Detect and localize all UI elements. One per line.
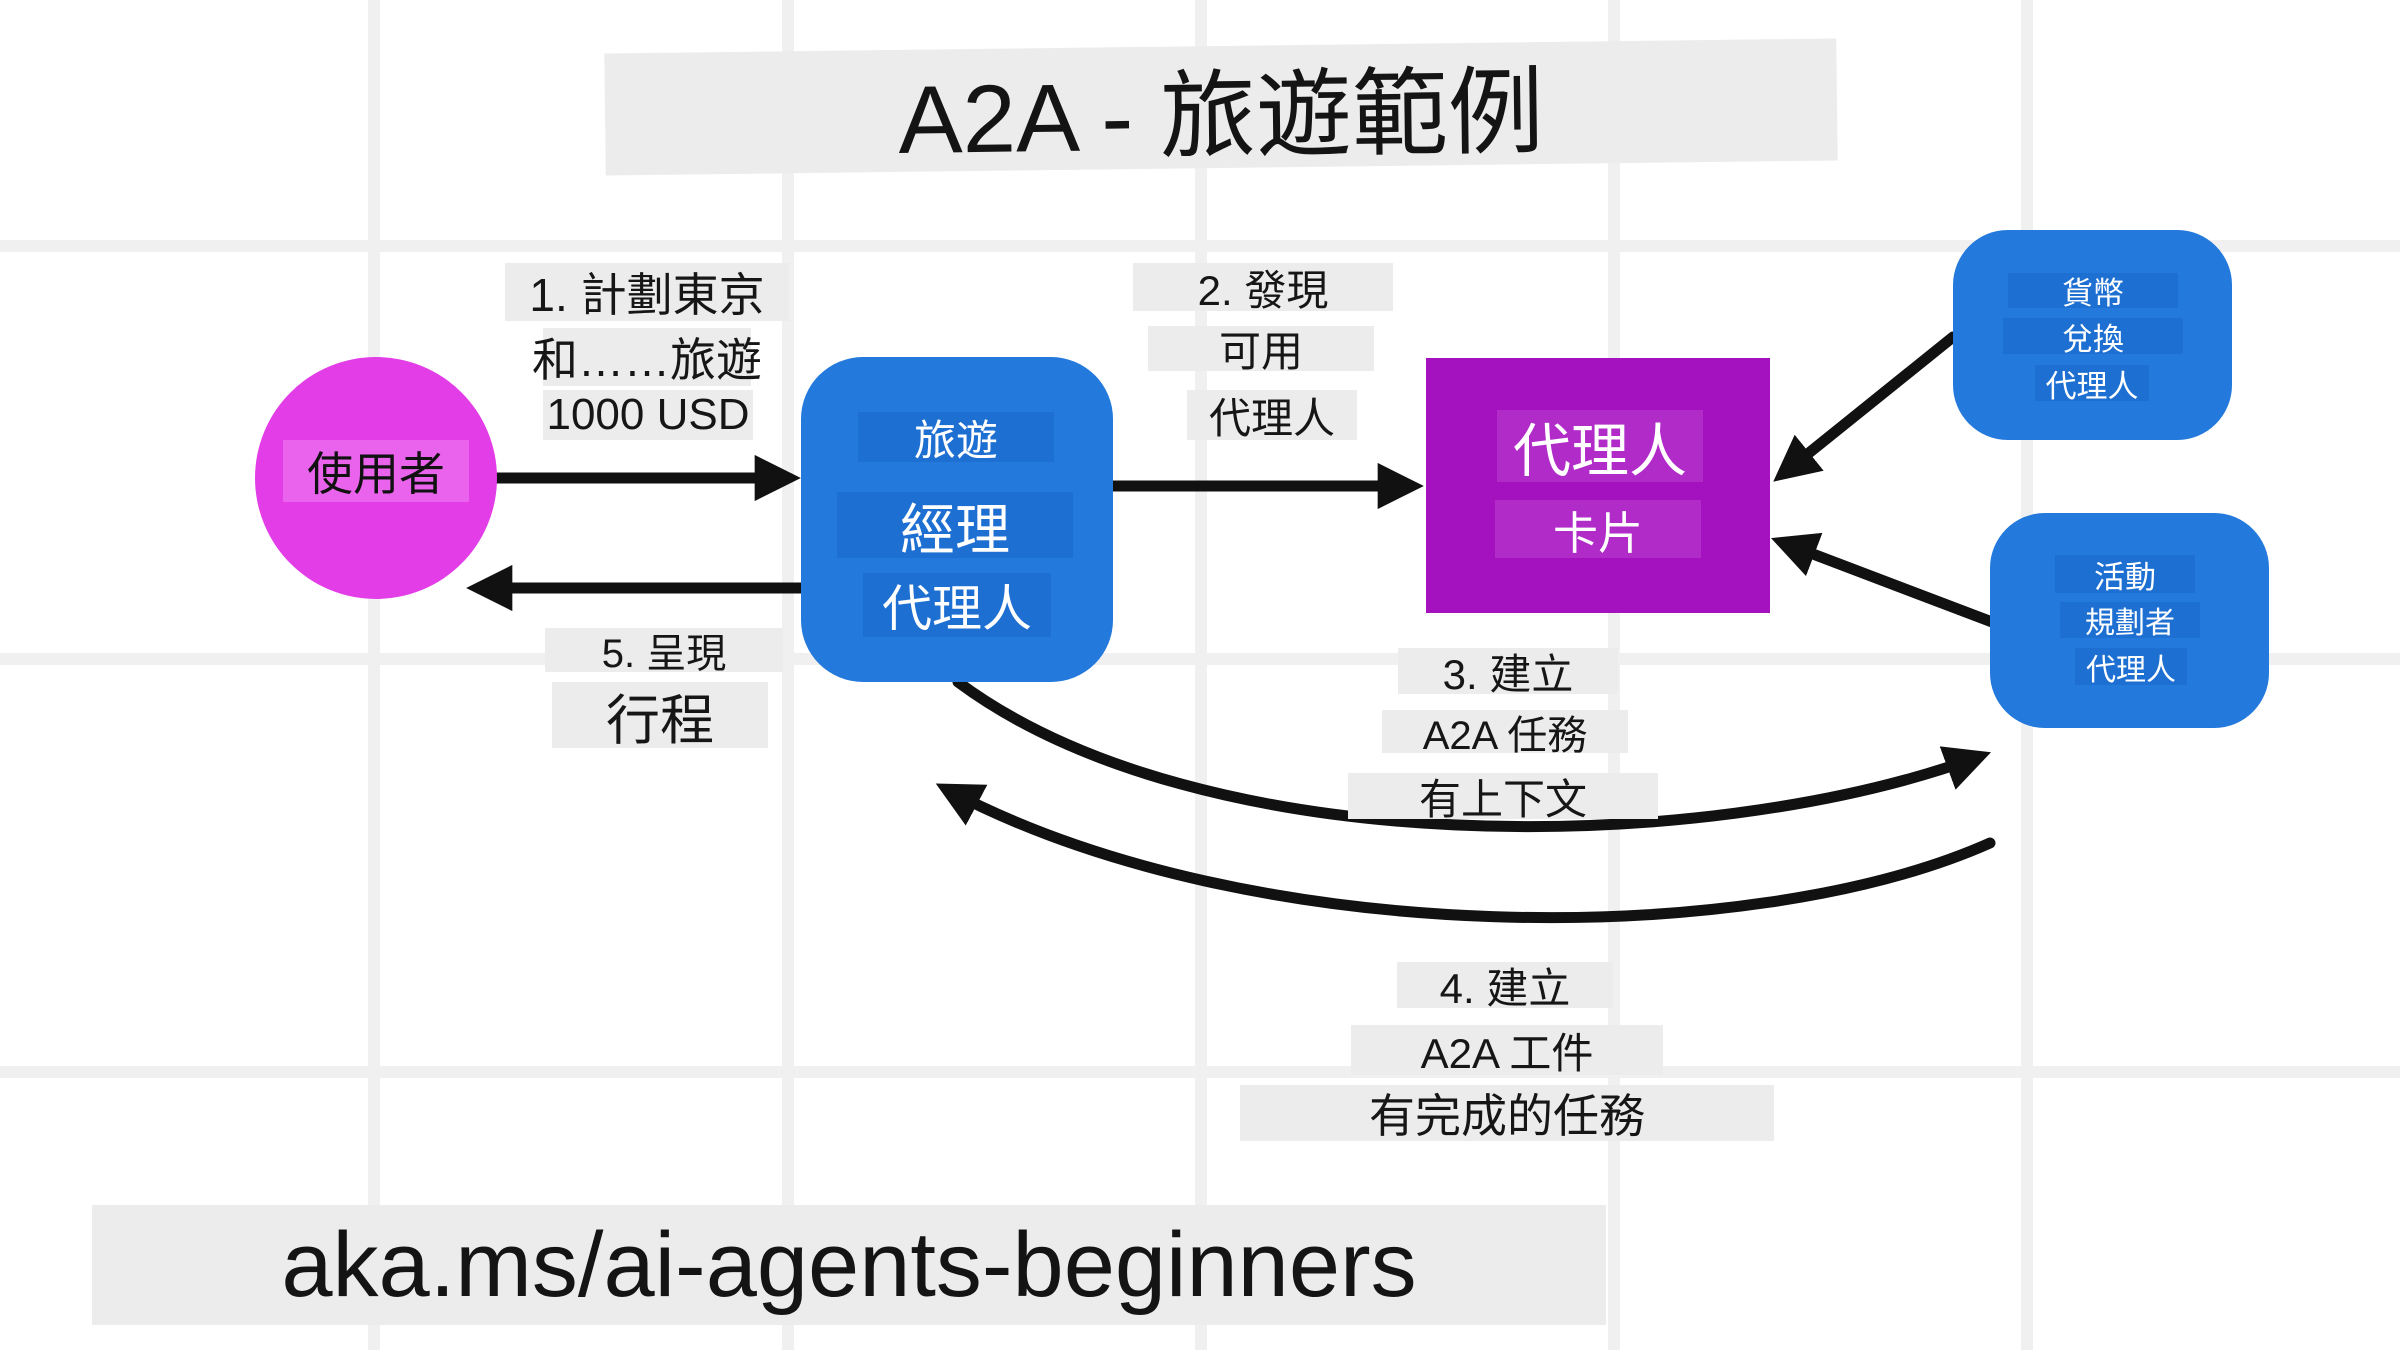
- step5-label-line-1: 5. 呈現: [545, 628, 783, 676]
- step3-label-line-1: 3. 建立: [1398, 648, 1618, 698]
- step4-label-line-2: A2A 工件: [1351, 1025, 1663, 1077]
- user-node-label: 使用者: [283, 440, 469, 502]
- step2-label-line-2: 可用: [1148, 326, 1374, 375]
- footer-link: aka.ms/ai-agents-beginners: [92, 1205, 1606, 1325]
- step2-label-line-1: 2. 發現: [1133, 263, 1393, 314]
- travel-manager-line-3: 代理人: [863, 573, 1051, 637]
- travel-manager-line-2: 經理: [837, 492, 1073, 561]
- step1-label-line-2: 和……旅遊: [532, 328, 762, 386]
- currency-agent-line-2: 兌換: [2003, 318, 2183, 357]
- arrow-currency-agent-to-agent-card: [1773, 331, 1959, 482]
- currency-agent-line-1: 貨幣: [2008, 273, 2178, 311]
- step3-label-line-2: A2A 任務: [1382, 710, 1628, 758]
- step2-label-line-3: 代理人: [1187, 390, 1357, 442]
- agent-card-node: [1426, 358, 1770, 613]
- grid-line-horizontal: [0, 240, 2400, 252]
- agent-card-line-2: 卡片: [1495, 500, 1701, 559]
- activity-agent-line-2: 規劃者: [2060, 602, 2200, 640]
- step4-label-line-3: 有完成的任務: [1240, 1085, 1774, 1142]
- arrow-activity-agent-to-agent-card: [1771, 532, 1998, 628]
- grid-line-vertical: [782, 0, 794, 1350]
- step3-label-line-3: 有上下文: [1348, 773, 1658, 823]
- activity-agent-line-3: 代理人: [2075, 648, 2187, 687]
- step1-label-line-1: 1. 計劃東京: [505, 263, 789, 321]
- activity-agent-line-1: 活動: [2055, 555, 2195, 595]
- grid-line-horizontal: [0, 1066, 2400, 1078]
- step5-label-line-2: 行程: [552, 682, 768, 751]
- travel-manager-line-1: 旅遊: [858, 412, 1054, 464]
- currency-agent-line-3: 代理人: [2035, 365, 2149, 404]
- grid-line-vertical: [368, 0, 380, 1350]
- step1-label-line-3: 1000 USD: [543, 390, 753, 440]
- grid-line-vertical: [1195, 0, 1207, 1350]
- page-title: A2A - 旅遊範例: [604, 38, 1838, 176]
- agent-card-line-1: 代理人: [1497, 410, 1703, 484]
- step4-label-line-1: 4. 建立: [1397, 962, 1613, 1012]
